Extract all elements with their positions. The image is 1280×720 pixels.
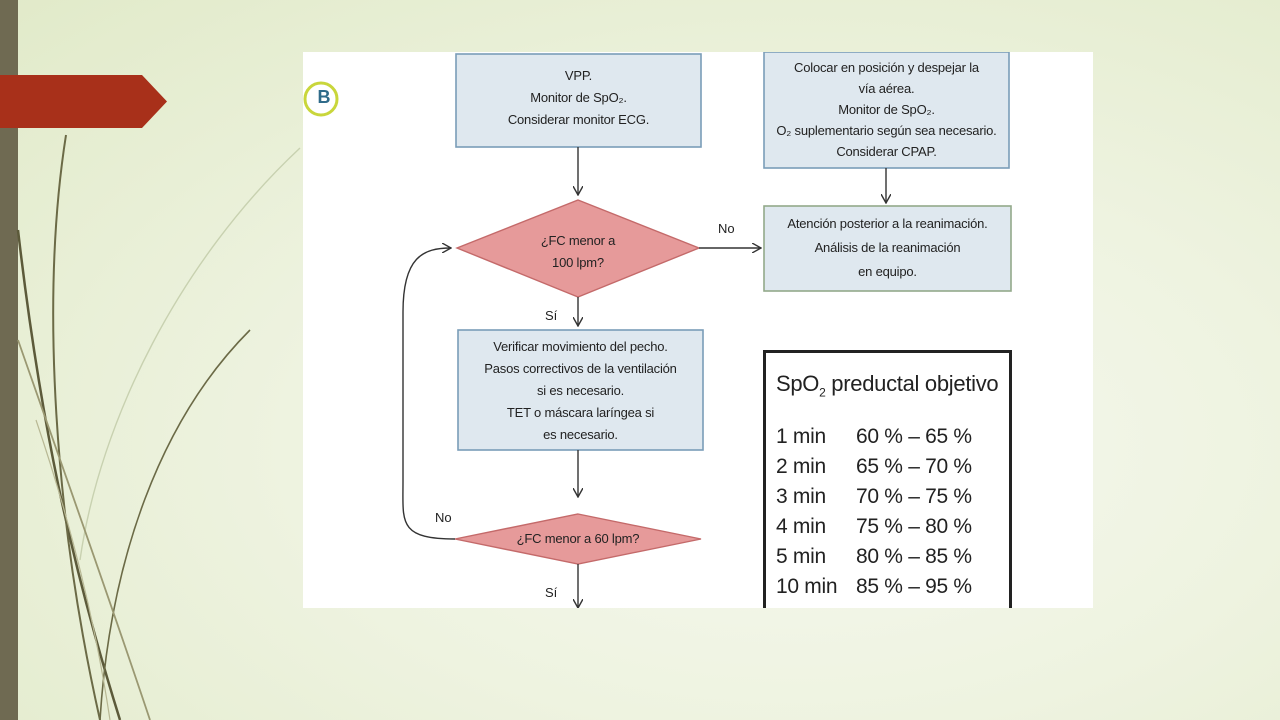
node-post-box — [763, 205, 1012, 292]
left-side-bar — [0, 0, 18, 720]
spo2-table-title: SpO2 preductal objetivo — [776, 371, 999, 400]
edge-label-si-2: Sí — [545, 585, 558, 600]
edge-label-si-1: Sí — [545, 308, 558, 323]
node-vpp-box — [455, 53, 702, 148]
node-position-box — [763, 52, 1010, 169]
edge-label-no-right: No — [718, 221, 735, 236]
resuscitation-flowchart: B VPP. Monitor de SpO₂. Considerar monit… — [303, 52, 1093, 608]
edge-fc60-loop-to-fc100 — [402, 248, 456, 540]
node-post-text: Atención posterior a la reanimación. Aná… — [787, 216, 988, 279]
accent-arrow-tab — [0, 75, 167, 128]
badge-letter: B — [317, 87, 331, 107]
decorative-swooshes — [16, 134, 301, 720]
node-position-text: Colocar en posición y despejar la vía aé… — [776, 60, 997, 159]
node-vpp-text: VPP. Monitor de SpO₂. Considerar monitor… — [507, 68, 650, 127]
node-fc60-text: ¿FC menor a 60 lpm? — [516, 531, 640, 546]
node-verify-text: Verificar movimiento del pecho. Pasos co… — [484, 339, 677, 442]
badge-ring — [303, 81, 339, 117]
node-verify-box — [457, 329, 704, 451]
edge-label-no-left: No — [435, 510, 452, 525]
node-fc100-text: ¿FC menor a 100 lpm? — [540, 233, 616, 270]
